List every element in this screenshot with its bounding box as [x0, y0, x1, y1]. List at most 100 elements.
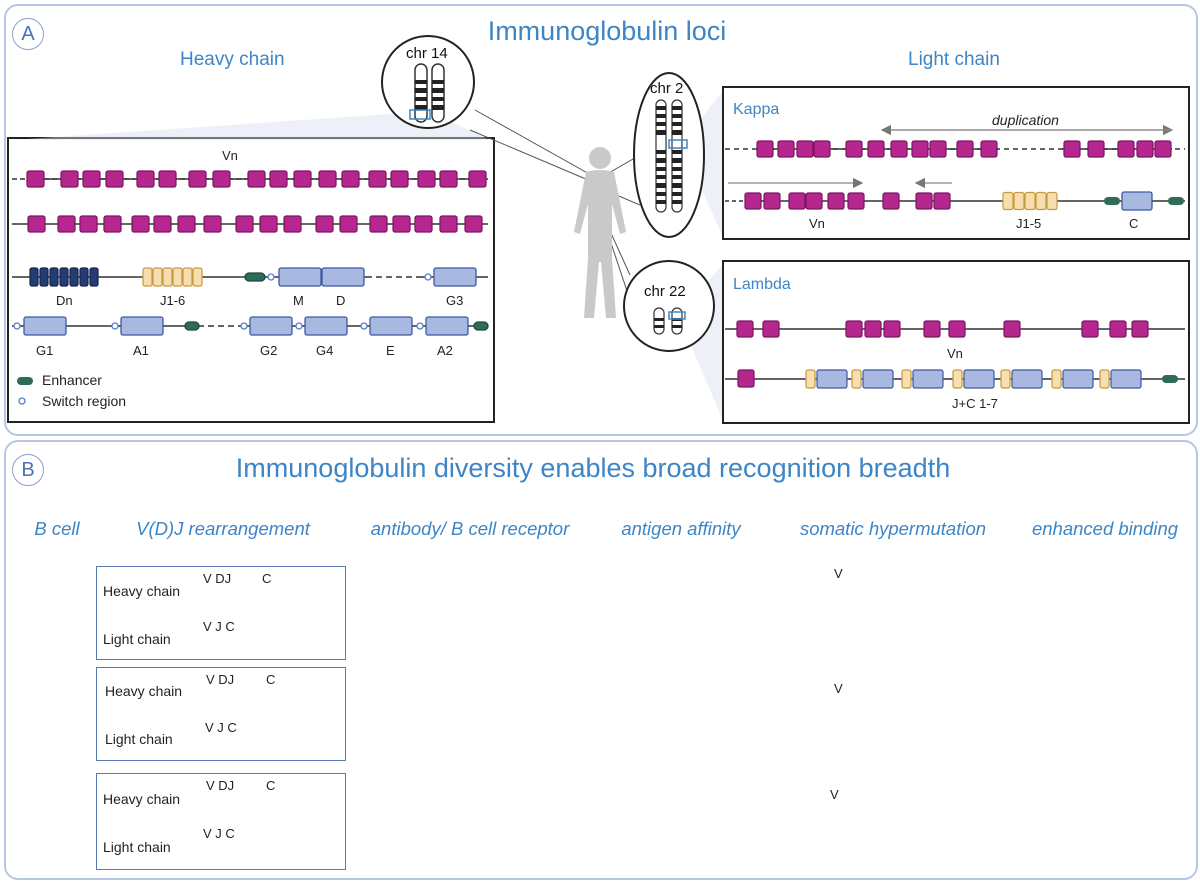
heavy-v-seg-3 — [105, 170, 124, 188]
heavy-j-seg-2 — [162, 267, 173, 287]
step-b-cell: B cell — [34, 518, 80, 539]
heavy-v-seg-11 — [315, 215, 334, 233]
heavy-d-seg-0 — [29, 267, 39, 287]
heavy-v-segments-row2 — [27, 215, 483, 233]
kappa-v-seg-5 — [867, 140, 885, 158]
heavy-v-seg-17 — [464, 215, 483, 233]
heavy-v-seg-5 — [158, 170, 177, 188]
kappa-v-seg-9 — [956, 140, 974, 158]
kappa-v-seg-15 — [1154, 140, 1172, 158]
vdj-box-row1 — [96, 566, 346, 660]
heavy-v-seg-17 — [468, 170, 487, 188]
vdj-box-row2 — [96, 667, 346, 761]
kappa-v-seg-2 — [796, 140, 814, 158]
heavy-legend-marks — [17, 377, 33, 405]
lambda-v-segments — [736, 320, 1149, 338]
lambda-v-seg-9 — [1109, 320, 1127, 338]
lambda-v-seg-4 — [883, 320, 901, 338]
row2-light-label: Light chain — [105, 731, 173, 747]
step-enhanced-binding: enhanced binding — [1031, 518, 1179, 539]
heavy-g2-label: G2 — [260, 343, 278, 358]
row2-heavy-label: Heavy chain — [105, 683, 183, 699]
kappa-v-seg-0 — [744, 192, 762, 210]
heavy-j-seg-0 — [142, 267, 153, 287]
step-antibody-bcr: antibody/ B cell receptor — [370, 518, 570, 539]
heavy-v-seg-14 — [392, 215, 411, 233]
panel-a-title: Immunoglobulin loci — [487, 16, 727, 46]
kappa-v-seg-8 — [933, 192, 951, 210]
kappa-v-seg-6 — [882, 192, 900, 210]
kappa-v-seg-13 — [1117, 140, 1135, 158]
heavy-v-seg-16 — [439, 170, 458, 188]
chr14-label: chr 14 — [406, 45, 448, 62]
heavy-v-seg-15 — [414, 215, 433, 233]
lambda-j-seg-0 — [805, 369, 816, 389]
heavy-v-seg-13 — [369, 215, 388, 233]
kappa-v-seg-3 — [805, 192, 823, 210]
lambda-v-seg-5 — [923, 320, 941, 338]
lambda-v-seg-3 — [864, 320, 882, 338]
heavy-d-seg-6 — [89, 267, 99, 287]
lambda-v-seg-10 — [1131, 320, 1149, 338]
lambda-c-seg-1 — [862, 369, 894, 389]
kappa-j-seg-1 — [1013, 191, 1025, 211]
row1-light-label: Light chain — [103, 631, 171, 647]
kappa-v-seg-12 — [1087, 140, 1105, 158]
lambda-j-seg-5 — [1051, 369, 1062, 389]
kappa-j-label: J1-5 — [1016, 216, 1042, 231]
kappa-v-seg-7 — [911, 140, 929, 158]
legend-switch-label: Switch region — [42, 393, 127, 409]
kappa-v-seg-1 — [777, 140, 795, 158]
heavy-j-label: J1-6 — [160, 293, 186, 308]
lambda-c-seg-0 — [816, 369, 848, 389]
kappa-v-seg-14 — [1136, 140, 1154, 158]
step-antigen-affinity: antigen affinity — [621, 518, 741, 539]
heavy-v-seg-1 — [57, 215, 76, 233]
kappa-v-seg-4 — [845, 140, 863, 158]
lambda-v-seg-2 — [845, 320, 863, 338]
heavy-g3-label: G3 — [446, 293, 464, 308]
heavy-vn-label: Vn — [222, 148, 238, 163]
lambda-j-seg-6 — [1099, 369, 1110, 389]
kappa-v-seg-3 — [813, 140, 831, 158]
kappa-v-seg-8 — [929, 140, 947, 158]
kappa-j-seg-4 — [1046, 191, 1058, 211]
heavy-d-seg-4 — [69, 267, 79, 287]
heavy-v-seg-8 — [235, 215, 254, 233]
heavy-d-segments — [29, 267, 99, 287]
heavy-v-seg-7 — [203, 215, 222, 233]
heavy-v-seg-6 — [188, 170, 207, 188]
heavy-e-label: E — [386, 343, 395, 358]
kappa-j-seg-0 — [1002, 191, 1014, 211]
heavy-j-seg-3 — [172, 267, 183, 287]
heavy-v-seg-2 — [79, 215, 98, 233]
row3-heavy-c-label: C — [266, 778, 276, 793]
human-silhouette — [574, 147, 626, 318]
lambda-title: Lambda — [733, 276, 791, 293]
heavy-d-seg-1 — [39, 267, 49, 287]
kappa-duplication-label: duplication — [992, 112, 1059, 128]
heavy-v-seg-16 — [439, 215, 458, 233]
kappa-v-segments-row1 — [756, 140, 1172, 158]
heavy-constant-regions — [23, 267, 489, 336]
chr2-inset — [633, 72, 705, 238]
lambda-jc-segments — [737, 369, 1142, 389]
kappa-v-seg-4 — [827, 192, 845, 210]
heavy-d-seg-3 — [59, 267, 69, 287]
kappa-v-seg-5 — [847, 192, 865, 210]
heavy-v-seg-0 — [27, 215, 46, 233]
lambda-j-seg-4 — [1000, 369, 1011, 389]
row3-light-label: Light chain — [103, 839, 171, 855]
heavy-a2-label: A2 — [437, 343, 453, 358]
heavy-v-seg-14 — [390, 170, 409, 188]
kappa-v-seg-7 — [915, 192, 933, 210]
lambda-c-seg-3 — [963, 369, 995, 389]
heavy-v-seg-9 — [269, 170, 288, 188]
lambda-v-seg-7 — [1003, 320, 1021, 338]
heavy-dn-label: Dn — [56, 293, 73, 308]
chr22-inset — [623, 260, 715, 352]
lambda-j-seg-2 — [901, 369, 912, 389]
kappa-v-seg-10 — [980, 140, 998, 158]
heavy-d-seg-5 — [79, 267, 89, 287]
lambda-c-seg-6 — [1110, 369, 1142, 389]
